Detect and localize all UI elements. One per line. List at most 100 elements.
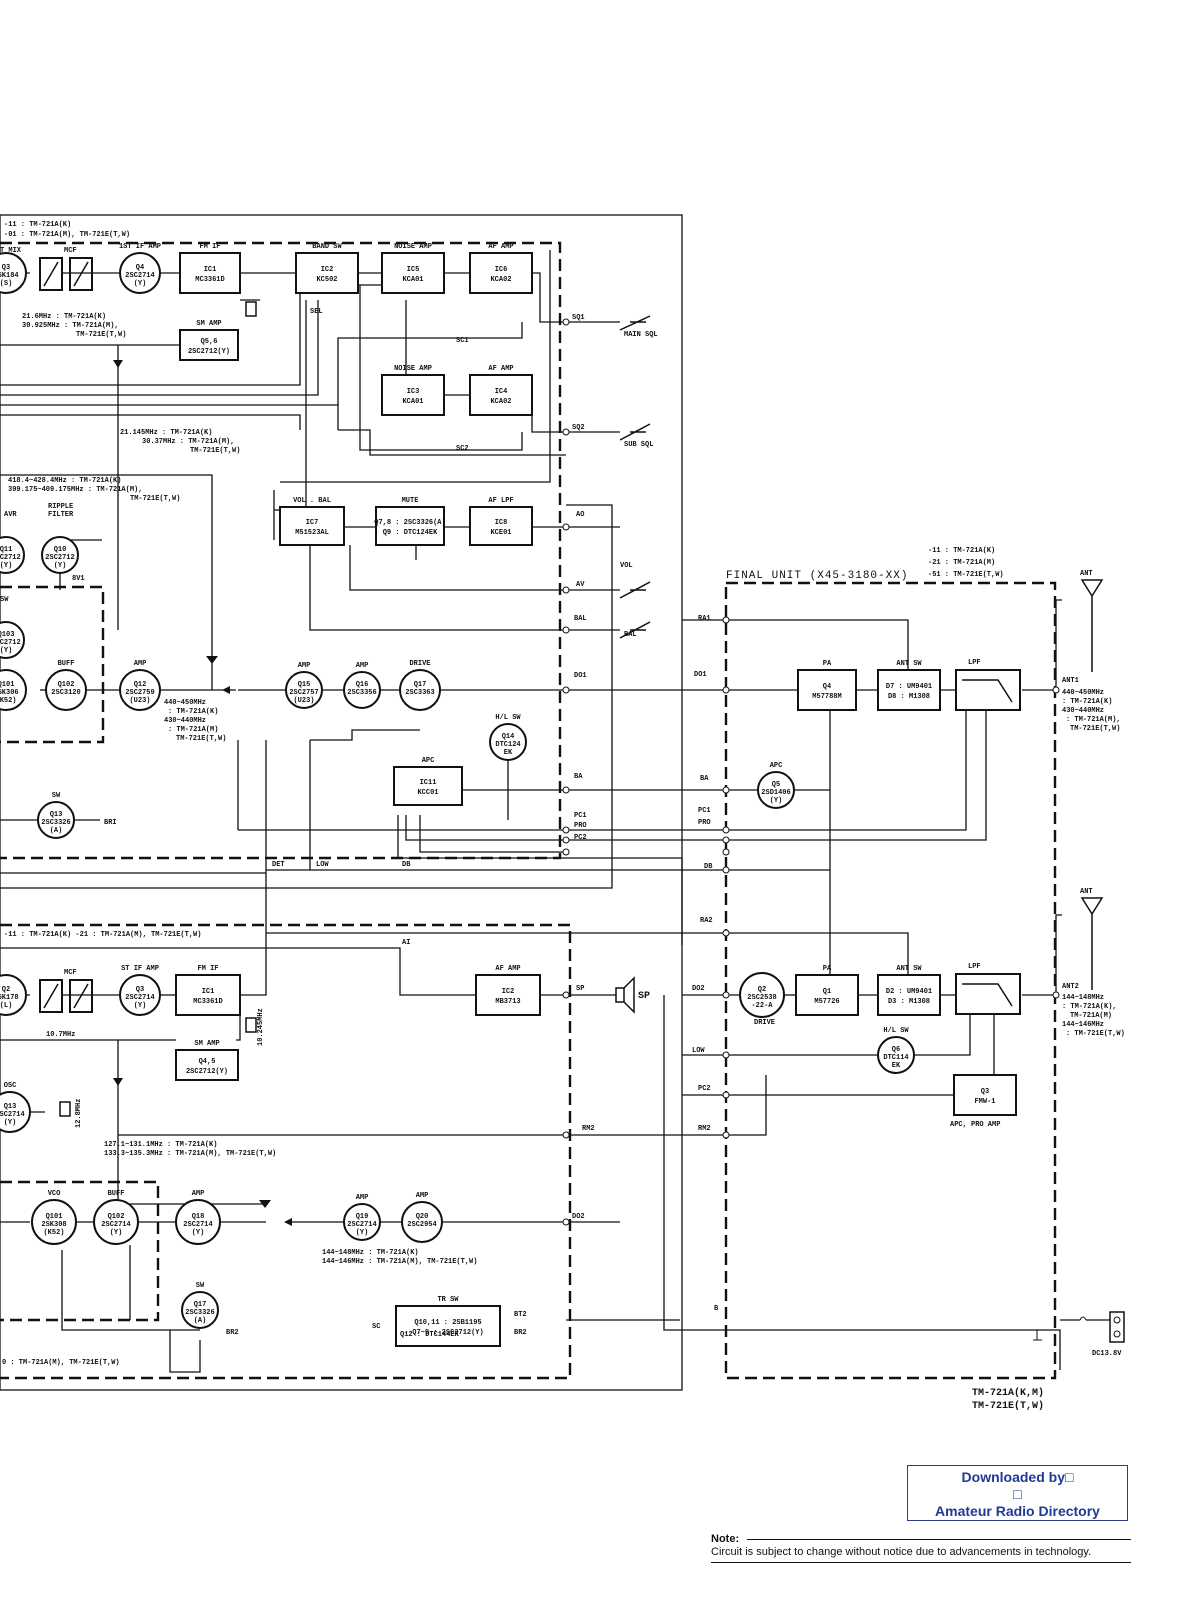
transistor-q2s: Q23SK178(L) [0, 974, 27, 1016]
sig-ao: AO [576, 511, 584, 519]
block-line2: KCA02 [490, 276, 511, 284]
download-stamp[interactable]: Downloaded by□ □ Amateur Radio Directory [907, 1465, 1128, 1521]
sig-vol: VOL [620, 562, 633, 570]
transistor-title: VCO [48, 1190, 61, 1198]
transistor-line1: Q18 [192, 1213, 205, 1221]
sig-bal: BAL [574, 615, 587, 623]
transistor-line2: 2SC2714 [101, 1221, 130, 1229]
lpf-filter-1 [955, 669, 1021, 711]
block-line2: M57788M [812, 693, 841, 701]
sub-sql-pot [619, 423, 651, 441]
svg-text:TM-721A(M): TM-721A(M) [1070, 1012, 1112, 1020]
block-title: FM IF [197, 965, 218, 973]
transistor-line3: (Y) [54, 562, 67, 570]
block-box [381, 252, 445, 294]
antenna-icon [1080, 897, 1104, 990]
transistor-line1: Q13 [50, 811, 63, 819]
svg-text:TM-721E(T,W): TM-721E(T,W) [1070, 725, 1120, 733]
block-box [469, 506, 533, 546]
transistor-title: SW [196, 1282, 205, 1290]
block-title: AF AMP [488, 243, 513, 251]
sig-sub-sql: SUB SQL [624, 441, 653, 449]
transistor-line3: (A) [194, 1317, 207, 1325]
block-line1: IC11 [420, 779, 437, 787]
ant-label-2: ANT [1080, 888, 1093, 896]
transistor-line2: 2SC2712 [0, 639, 21, 647]
svg-text:399.175~409.175MHz : TM-721A(M: 399.175~409.175MHz : TM-721A(M), [8, 486, 142, 494]
transistor-line1: Q14 [502, 733, 515, 741]
transistor-line2: 2SC2712 [0, 554, 21, 562]
sig-pro-final: PRO [698, 819, 711, 827]
circles-layer: Q33SK184(S)1ST IF AMPQ42SC2714(Y)Q112SC2… [0, 243, 915, 1329]
sig-sq2: SQ2 [572, 424, 585, 432]
transistor-line3: (Y) [0, 647, 12, 655]
transistor-title: DRIVE [409, 660, 430, 668]
block-line1: Q3 [981, 1088, 989, 1096]
block-line1: Q5,6 [201, 338, 218, 346]
transistor-line2: 2SC2714 [125, 272, 154, 280]
sig-dc: DC13.8V [1092, 1350, 1122, 1358]
transistor-circle [0, 252, 27, 294]
transistor-line2: DTC114 [883, 1054, 908, 1062]
block-title: AF LPF [488, 497, 513, 505]
transistor-circle [739, 972, 785, 1018]
block-line1: Q10,11 : 2SB1195 [414, 1319, 481, 1327]
sig-ra1: RA1 [698, 615, 711, 623]
transistor-title: BUFF [108, 1190, 125, 1198]
block-title: AF AMP [495, 965, 520, 973]
block-line1: IC3 [407, 388, 420, 396]
transistor-title: 1ST IF AMP [119, 243, 161, 251]
final-variant-1: -11 : TM-721A(K) [928, 547, 995, 555]
diode-icon [284, 1218, 292, 1226]
final-variant-2: -21 : TM-721A(M) [928, 559, 995, 567]
svg-text:418.4~428.4MHz : TM-721A(K): 418.4~428.4MHz : TM-721A(K) [8, 477, 121, 485]
transistor-circle [0, 974, 27, 1016]
block-line2: MC3361D [193, 998, 222, 1006]
sig-brs: BR2 [226, 1329, 239, 1337]
transistor-title: ST IF AMP [121, 965, 159, 973]
block-title: APC [422, 757, 435, 765]
transistor-title: AMP [134, 660, 147, 668]
transistor-line2: 2SC2714 [183, 1221, 212, 1229]
transistor-line1: Q2 [758, 986, 766, 994]
block-line2: MC3361D [195, 276, 224, 284]
mcf-filter-main [39, 257, 93, 291]
sig-sc: SC [372, 1323, 380, 1331]
block-line1: Q7,8 : 2SC3326(A) [374, 519, 445, 527]
block-line2: D3 : M1308 [888, 998, 930, 1006]
mcf-label-sub: MCF [64, 969, 77, 977]
transistor-line1: Q101 [46, 1213, 63, 1221]
sig-pc1-final: PC1 [698, 807, 711, 815]
sig-ai: AI [402, 939, 410, 947]
footnote: Note: Circuit is subject to change witho… [711, 1533, 1131, 1563]
crystal-icon [245, 301, 257, 317]
dc-jack-icon [1033, 1311, 1125, 1343]
svg-text:127.1~131.1MHz : TM-721A(K): 127.1~131.1MHz : TM-721A(K) [104, 1141, 217, 1149]
block-line2: KCA01 [402, 398, 423, 406]
svg-text:: TM-721A(K): : TM-721A(K) [1062, 698, 1112, 706]
block-line2: FMW-1 [974, 1098, 995, 1106]
transistor-line1: Q10 [54, 546, 67, 554]
transistor-line2: 2SC3326 [185, 1309, 214, 1317]
transistor-line3: (K52) [43, 1229, 64, 1237]
block-box [175, 1049, 239, 1081]
transistor-line3: (S) [0, 280, 12, 288]
block-line1: IC6 [495, 266, 508, 274]
crystal-icon [59, 1101, 71, 1117]
transistor-line1: Q12 [134, 681, 147, 689]
transistor-line1: Q19 [356, 1213, 369, 1221]
svg-text:440~450MHz: 440~450MHz [1062, 689, 1104, 697]
sig-sp: SP [576, 985, 584, 993]
transistor-circle [0, 1091, 31, 1133]
transistor-line2: 2SD1406 [761, 789, 790, 797]
block-title: BAND SW [312, 243, 342, 251]
